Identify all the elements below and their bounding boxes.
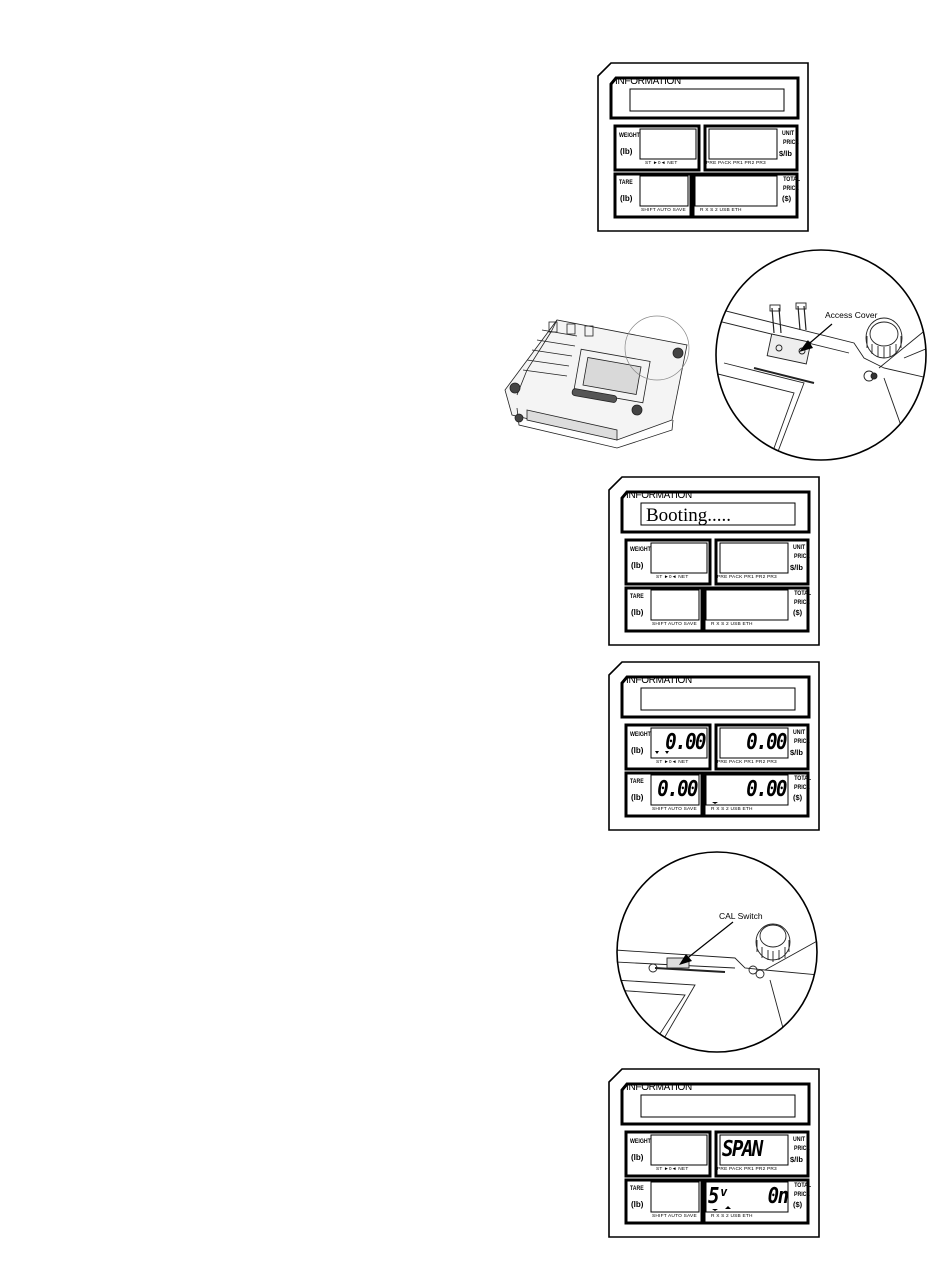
price-indicators: PRE PACK PR1 PR2 PR3 [717, 575, 777, 580]
unit-price-label-unit: UNIT [793, 544, 806, 551]
weight-indicators: ST ►0◄ NET [656, 1167, 689, 1172]
weight-unit: (lb) [631, 746, 644, 755]
cal-switch-callout: CAL Switch [719, 911, 763, 921]
weight-label: WEIGHT [619, 132, 640, 139]
total-indicators: R X S 2 USB ETH [700, 208, 742, 213]
unit-price-label-price: PRICE [793, 1145, 810, 1152]
weight-label: WEIGHT [630, 731, 651, 738]
tare-unit: (lb) [631, 793, 644, 802]
total-price-unit: ($) [793, 608, 803, 617]
total-indicators: R X S 2 USB ETH [711, 1214, 753, 1219]
total-price-label-total: TOTAL [783, 176, 801, 183]
total-price-value: 5ᵛ 0n [708, 1183, 789, 1209]
weight-unit: (lb) [631, 561, 644, 570]
total-price-value: 0.00 [746, 776, 787, 802]
panel-frame [608, 661, 820, 831]
cal-switch-zoom-drawing [616, 851, 818, 1053]
panel-frame [597, 62, 809, 232]
total-indicator-arrow-up [725, 1206, 731, 1209]
unit-price-label-price: PRICE [782, 139, 799, 146]
scale-underside-illustration [497, 300, 697, 450]
total-indicators: R X S 2 USB ETH [711, 807, 753, 812]
price-indicators: PRE PACK PR1 PR2 PR3 [706, 161, 766, 166]
weight-indicators: ST ►0◄ NET [656, 575, 689, 580]
tare-indicators: SHIFT AUTO SAVE [652, 622, 697, 627]
tare-label: TARE [630, 1185, 644, 1192]
weight-label: WEIGHT [630, 546, 651, 553]
unit-price-label-price: PRICE [793, 553, 810, 560]
total-price-unit: ($) [793, 1200, 803, 1209]
tare-label: TARE [630, 593, 644, 600]
total-price-label-total: TOTAL [794, 775, 812, 782]
unit-price-value: SPAN [722, 1136, 763, 1162]
total-price-unit: ($) [782, 194, 792, 203]
price-indicators: PRE PACK PR1 PR2 PR3 [717, 1167, 777, 1172]
access-cover-zoom-drawing [715, 249, 927, 461]
tare-indicators: SHIFT AUTO SAVE [652, 1214, 697, 1219]
total-price-label-total: TOTAL [794, 590, 812, 597]
unit-price-label-unit: UNIT [782, 130, 795, 137]
information-text [635, 90, 775, 114]
access-cover-zoom: Access Cover [714, 248, 928, 462]
total-price-label-price: PRICE [782, 185, 799, 192]
price-indicators: PRE PACK PR1 PR2 PR3 [717, 760, 777, 765]
tare-unit: (lb) [631, 1200, 644, 1209]
tare-unit: (lb) [631, 608, 644, 617]
unit-price-label-unit: UNIT [793, 729, 806, 736]
information-label: INFORMATION [626, 490, 692, 501]
access-cover-callout: Access Cover [825, 310, 878, 320]
total-indicators: R X S 2 USB ETH [711, 622, 753, 627]
total-price-label-price: PRICE [793, 784, 810, 791]
weight-value: 0.00 [665, 729, 706, 755]
information-text [646, 1096, 786, 1120]
total-indicator-arrow [712, 802, 718, 804]
lcd-display-panel-booting: INFORMATION Booting..... WEIGHT (lb) ST … [608, 476, 820, 646]
weight-label: WEIGHT [630, 1138, 651, 1145]
total-indicator-arrow [712, 1209, 718, 1211]
information-label: INFORMATION [626, 1082, 692, 1093]
information-text [646, 689, 786, 713]
weight-unit: (lb) [631, 1153, 644, 1162]
information-label: INFORMATION [615, 76, 681, 87]
information-label: INFORMATION [626, 675, 692, 686]
weight-indicators: ST ►0◄ NET [645, 161, 678, 166]
unit-price-label-unit: UNIT [793, 1136, 806, 1143]
tare-label: TARE [630, 778, 644, 785]
tare-indicators: SHIFT AUTO SAVE [641, 208, 686, 213]
total-price-unit: ($) [793, 793, 803, 802]
tare-indicators: SHIFT AUTO SAVE [652, 807, 697, 812]
information-text: Booting..... [646, 505, 731, 526]
total-price-label-total: TOTAL [794, 1182, 812, 1189]
weight-unit: (lb) [620, 147, 633, 156]
unit-price-per-lb: $/lb [790, 748, 803, 757]
unit-price-per-lb: $/lb [790, 563, 803, 572]
panel-frame [608, 476, 820, 646]
lcd-display-panel-blank: INFORMATION WEIGHT (lb) ST ►0◄ NET UNIT … [597, 62, 809, 232]
panel-frame [608, 1068, 820, 1238]
total-price-label-price: PRICE [793, 1191, 810, 1198]
tare-label: TARE [619, 179, 633, 186]
scale-underside-drawing [504, 315, 690, 449]
cal-switch-zoom: CAL Switch [615, 850, 819, 1054]
tare-value: 0.00 [657, 776, 698, 802]
unit-price-per-lb: $/lb [790, 1155, 803, 1164]
unit-price-label-price: PRICE [793, 738, 810, 745]
lcd-display-panel-zero: INFORMATION WEIGHT (lb) 0.00 ST ►0◄ NET … [608, 661, 820, 831]
lcd-display-panel-span: INFORMATION WEIGHT (lb) ST ►0◄ NET UNIT … [608, 1068, 820, 1238]
total-price-label-price: PRICE [793, 599, 810, 606]
weight-indicator-arrows [655, 751, 669, 754]
weight-indicators: ST ►0◄ NET [656, 760, 689, 765]
unit-price-value: 0.00 [746, 729, 787, 755]
unit-price-per-lb: $/lb [779, 149, 792, 158]
tare-unit: (lb) [620, 194, 633, 203]
